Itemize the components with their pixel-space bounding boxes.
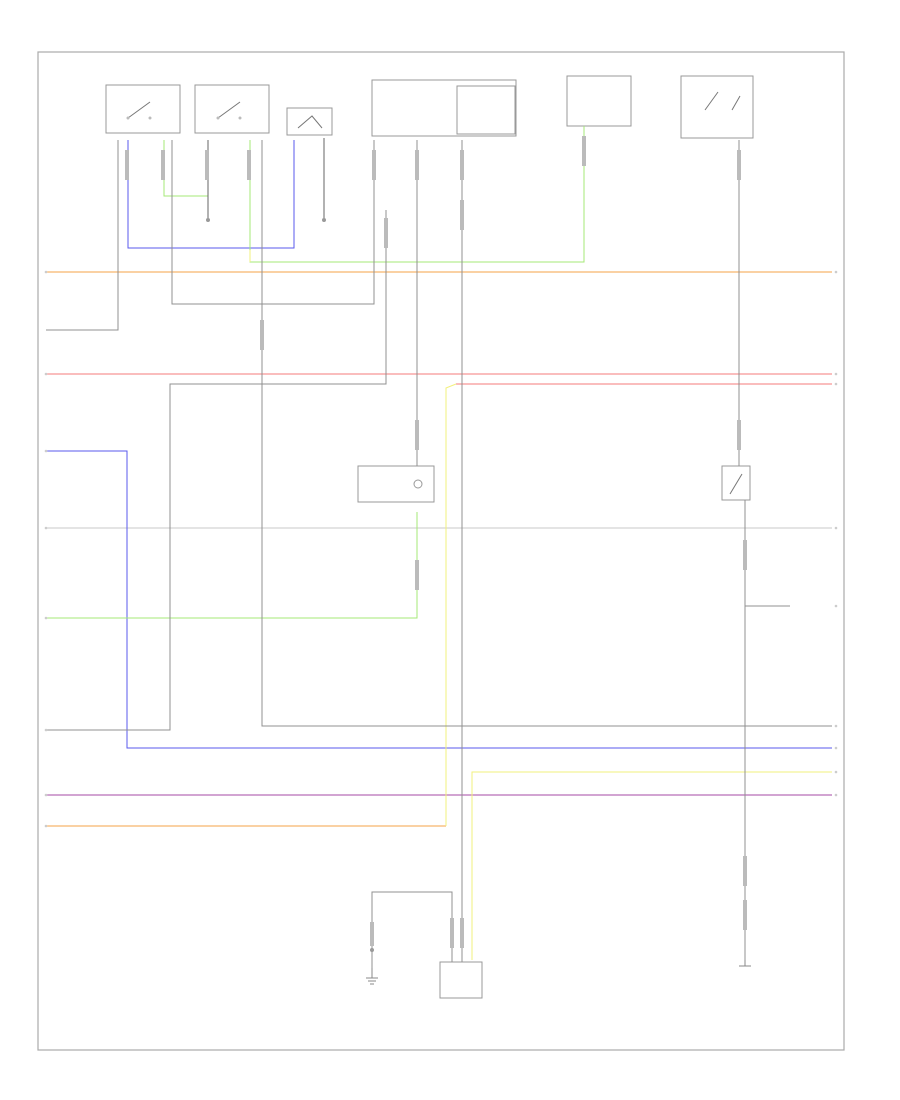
- wire-blue-top: [127, 140, 295, 249]
- wire-blue: [46, 450, 832, 749]
- wire-yellow-1: [445, 383, 457, 826]
- component-bottom-connector: [439, 961, 483, 999]
- wire-gray-bottom-left: [371, 891, 453, 968]
- component-switch-right: [721, 465, 751, 501]
- wire-yellow-2: [471, 771, 832, 960]
- component-switch-2: [194, 84, 270, 134]
- component-relay: [680, 75, 754, 139]
- edge-terminals: [44, 270, 838, 828]
- wire-gray-long: [261, 140, 832, 727]
- wire-green-small: [163, 140, 209, 197]
- component-solenoid: [357, 465, 435, 503]
- pin-dots: [206, 218, 374, 952]
- ground-symbol-left: [366, 968, 378, 985]
- component-small-switch: [286, 107, 333, 136]
- component-control-unit-2: [566, 75, 632, 127]
- wire-gray-2: [46, 210, 387, 731]
- wire-gray-left: [46, 140, 119, 331]
- connector-marks: [125, 136, 747, 948]
- component-switch-1: [105, 84, 181, 134]
- diagram-frame: [37, 51, 845, 1051]
- component-control-unit: [371, 79, 517, 137]
- ground-symbol-right: [739, 960, 751, 967]
- wire-gray-loop: [171, 140, 375, 305]
